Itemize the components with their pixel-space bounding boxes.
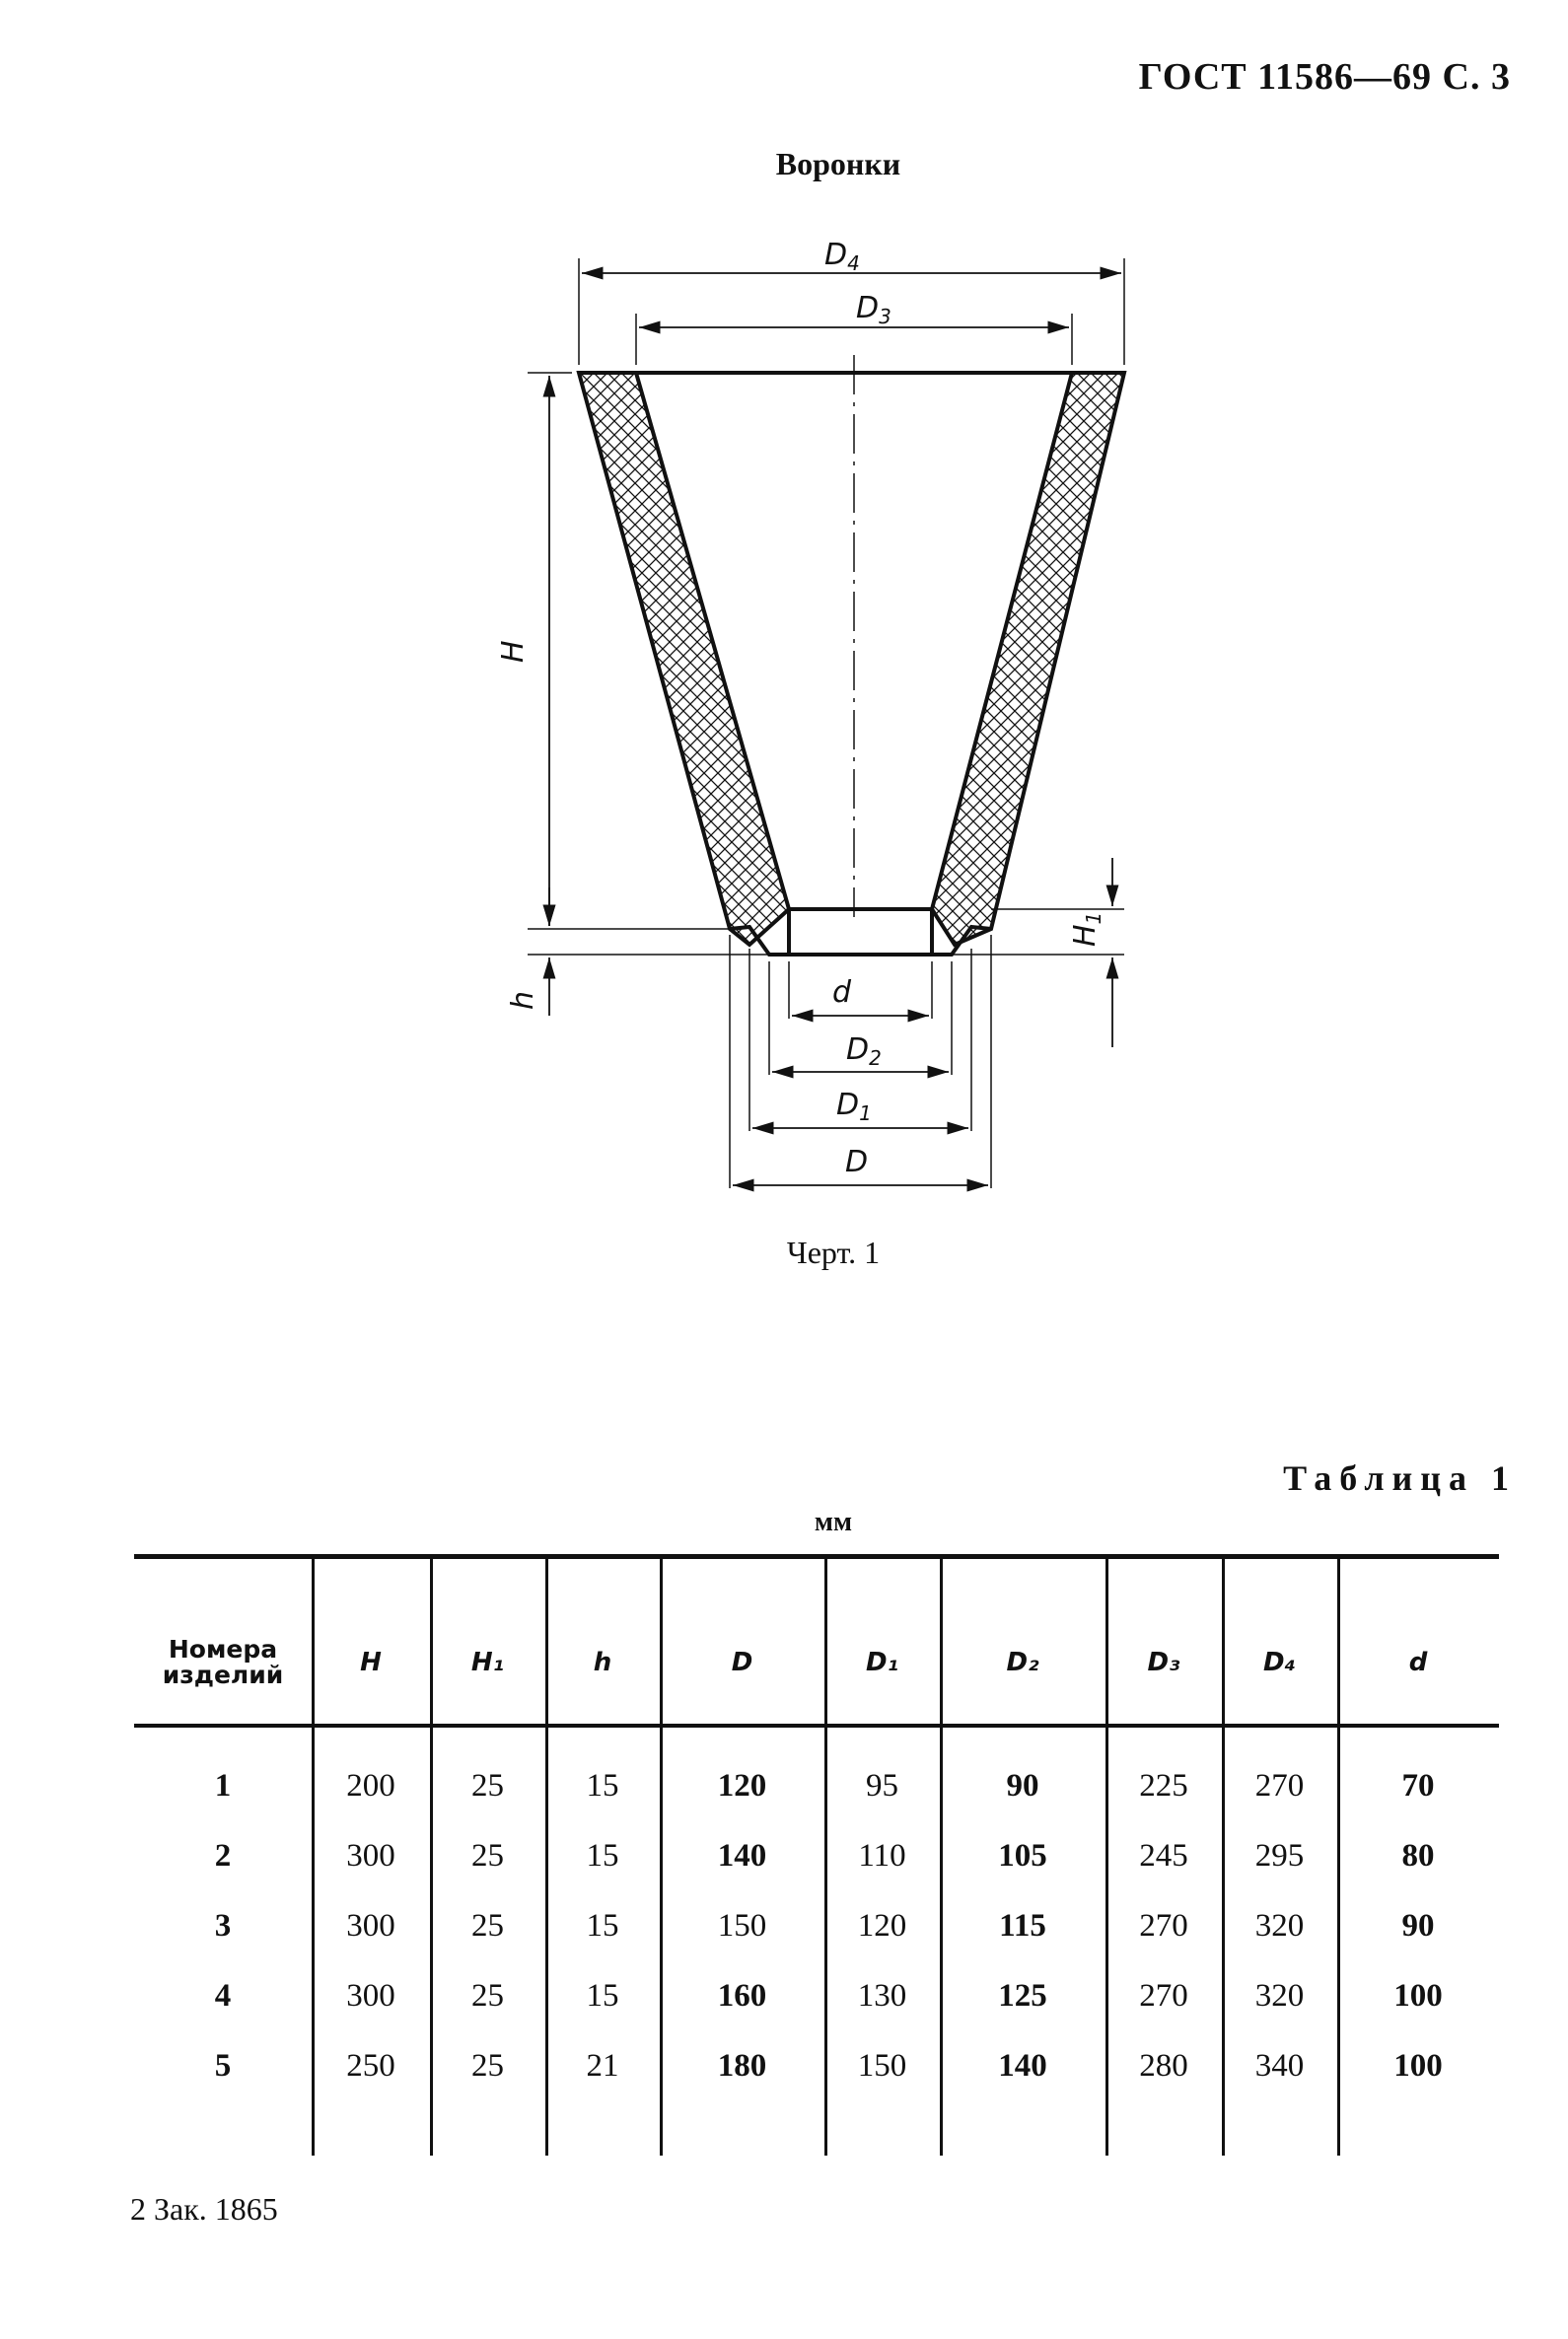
col-header-D3: D₃ (1147, 1648, 1180, 1677)
table-row: 3 300 25 15 150 120 115 270 320 90 (134, 1891, 1499, 1960)
label-d: d (832, 975, 852, 1010)
cell: 15 (586, 1977, 619, 2014)
cell: 25 (471, 1977, 504, 2014)
label-H: H (496, 640, 531, 663)
cell: 25 (471, 2047, 504, 2084)
table-units: мм (814, 1507, 853, 1537)
drawing-title: Воронки (775, 146, 901, 181)
dimensions-table: Номера изделий H H₁ h D D₁ D₂ D₃ D₄ d 1 … (134, 1554, 1499, 2156)
label-H1: H1 (1068, 912, 1105, 947)
cell: 150 (717, 1907, 767, 1944)
cell: 100 (1393, 1977, 1443, 2014)
label-D1: D1 (836, 1088, 872, 1125)
cell: 2 (214, 1837, 232, 1874)
table-row: 5 250 25 21 180 150 140 280 340 100 (134, 2031, 1499, 2100)
cell: 300 (346, 1837, 395, 1874)
col-header-D1: D₁ (866, 1648, 898, 1677)
document-header: ГОСТ 11586—69 С. 3 (1138, 56, 1511, 98)
label-h: h (506, 991, 540, 1010)
cell: 270 (1139, 1907, 1188, 1944)
cell: 4 (214, 1977, 232, 2014)
right-wall-section (929, 371, 1127, 948)
cell: 125 (998, 1977, 1047, 2014)
technical-drawing: D4 D3 H h H1 d D2 D1 D (496, 238, 1127, 1192)
cell: 21 (586, 2047, 619, 2084)
cell: 120 (857, 1907, 907, 1944)
cell: 300 (346, 1977, 395, 2014)
drawing-caption: Черт. 1 (786, 1235, 881, 1270)
cell: 70 (1401, 1767, 1435, 1804)
cell: 110 (858, 1837, 906, 1874)
cell: 320 (1254, 1907, 1305, 1944)
col-header-item-number: Номера изделий (162, 1635, 284, 1689)
cell: 180 (717, 2047, 767, 2084)
cell: 245 (1139, 1837, 1188, 1874)
table-row: 2 300 25 15 140 110 105 245 295 80 (134, 1821, 1499, 1890)
col-header-D2: D₂ (1006, 1648, 1039, 1677)
cell: 120 (717, 1767, 767, 1804)
cell: 80 (1401, 1837, 1435, 1874)
cell: 320 (1254, 1977, 1305, 2014)
cell: 250 (346, 2047, 395, 2084)
cell: 160 (717, 1977, 767, 2014)
col-header-H: H (360, 1648, 382, 1677)
cell: 15 (586, 1767, 619, 1804)
cell: 90 (1006, 1767, 1039, 1804)
cell: 3 (214, 1907, 232, 1944)
col-header-d: d (1408, 1648, 1428, 1677)
table-row: 4 300 25 15 160 130 125 270 320 100 (134, 1961, 1499, 2030)
cell: 150 (857, 2047, 907, 2084)
col-header-h: h (593, 1648, 612, 1677)
col-header-D4: D₄ (1263, 1648, 1296, 1677)
cell: 270 (1254, 1767, 1305, 1804)
label-D2: D2 (846, 1032, 882, 1070)
cell: 15 (586, 1837, 619, 1874)
cell: 225 (1139, 1767, 1188, 1804)
cell: 90 (1401, 1907, 1435, 1944)
cell: 130 (857, 1977, 907, 2014)
label-D4: D4 (824, 238, 860, 275)
cell: 100 (1393, 2047, 1443, 2084)
cell: 5 (214, 2047, 232, 2084)
label-D: D (845, 1145, 868, 1179)
cell: 140 (998, 2047, 1047, 2084)
cell: 95 (866, 1767, 898, 1804)
table-top-rule (134, 1554, 1499, 1559)
table-row: 1 200 25 15 120 95 90 225 270 70 (134, 1751, 1499, 1820)
cell: 25 (471, 1767, 504, 1804)
cell: 300 (346, 1907, 395, 1944)
cell: 105 (998, 1837, 1047, 1874)
col-header-D: D (731, 1648, 753, 1677)
table-title: Таблица 1 (1283, 1458, 1517, 1498)
label-D3: D3 (856, 291, 891, 328)
cell: 115 (999, 1907, 1046, 1944)
bottom-ring (729, 907, 992, 957)
cell: 295 (1254, 1837, 1305, 1874)
cell: 140 (717, 1837, 767, 1874)
page-footer: 2 Зак. 1865 (130, 2191, 278, 2227)
cell: 25 (471, 1907, 504, 1944)
left-wall-section (576, 371, 792, 948)
cell: 1 (214, 1767, 232, 1804)
cell: 200 (346, 1767, 395, 1804)
col-header-H1: H₁ (470, 1648, 505, 1677)
cell: 270 (1139, 1977, 1188, 2014)
cell: 340 (1254, 2047, 1305, 2084)
cell: 25 (471, 1837, 504, 1874)
table-header-rule (134, 1724, 1499, 1728)
cell: 280 (1139, 2047, 1188, 2084)
cell: 15 (586, 1907, 619, 1944)
